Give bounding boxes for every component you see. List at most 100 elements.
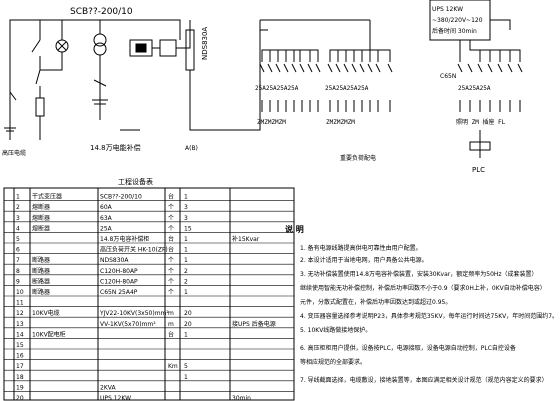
notes-heading: 说 明 bbox=[285, 224, 304, 234]
row-qty: 1 bbox=[184, 289, 188, 296]
note-item: 继续使用智能无功补偿控制，补偿后功率因数不小于0.9（要求0H上补，0KV自动补… bbox=[300, 284, 546, 292]
ups-line-2: ~380/220V~120 bbox=[432, 17, 483, 24]
row-name: 熔断器 bbox=[32, 224, 50, 232]
row-spec: 14.8万电容补偿柜 bbox=[100, 235, 149, 243]
row-qty: 3 bbox=[184, 215, 188, 222]
fuse-symbol bbox=[35, 97, 45, 117]
row-qty: 1 bbox=[184, 247, 188, 254]
breaker-rating-row-3: 25A25A25A bbox=[458, 85, 491, 92]
meter-box-2 bbox=[159, 39, 177, 57]
row-qty: 20 bbox=[184, 310, 192, 317]
note-item: 等相应规范的全部要求。 bbox=[300, 358, 366, 366]
transformer-model-label: SCB??-200/10 bbox=[70, 7, 133, 17]
row-unit: 个 bbox=[168, 204, 174, 211]
row-unit: 个 bbox=[168, 289, 174, 296]
row-number: 2 bbox=[16, 204, 20, 211]
row-spec: 高压负荷开关 HK-10(ZF) bbox=[100, 246, 168, 254]
row-number: 11 bbox=[16, 300, 24, 307]
row-number: 18 bbox=[16, 374, 24, 381]
ups-line-1: UPS 12KW bbox=[432, 6, 463, 13]
c65n-label: C65N bbox=[440, 73, 456, 80]
row-note: 30min bbox=[232, 395, 251, 401]
row-number: 12 bbox=[16, 310, 24, 317]
breaker-row bbox=[259, 63, 523, 73]
row-qty: 15 bbox=[184, 225, 192, 232]
row-number: 13 bbox=[16, 321, 24, 328]
row-spec: NDS830A bbox=[100, 257, 129, 264]
outgoing-feeders bbox=[261, 100, 521, 112]
row-spec: SCB??-200/10 bbox=[100, 194, 142, 201]
note-item: 7. 导线截面选择，电缆敷设，接地装置等，本图应满足相关设计规范（规范内容定义的… bbox=[300, 376, 548, 384]
note-item: 4. 变压器容量选择参考说明P23，具体参考规范35KV，每年运行时间达75KV… bbox=[300, 312, 558, 320]
row-name: 干式变压器 bbox=[32, 193, 62, 201]
row-name: 熔断器 bbox=[32, 214, 50, 222]
row-spec: 60A bbox=[100, 204, 113, 211]
row-spec: C65N 25A4P bbox=[100, 289, 138, 296]
row-number: 4 bbox=[16, 225, 20, 232]
row-number: 7 bbox=[16, 257, 20, 264]
row-number: 9 bbox=[16, 278, 20, 285]
row-unit: m bbox=[168, 321, 174, 328]
row-spec: 25A bbox=[100, 225, 113, 232]
row-unit: 台 bbox=[168, 235, 174, 243]
row-qty: 1 bbox=[184, 374, 188, 381]
row-number: 3 bbox=[16, 215, 20, 222]
row-number: 5 bbox=[16, 236, 20, 243]
row-unit: 个 bbox=[168, 268, 174, 275]
row-number: 19 bbox=[16, 384, 24, 391]
row-spec: 63A bbox=[100, 215, 113, 222]
breaker-rating-row-2: 25A25A25A25A bbox=[325, 85, 369, 92]
note-item: 元件，分散式配置在，补偿后功率因数达到或超过0.95。 bbox=[300, 298, 451, 306]
row-name: 断路器 bbox=[32, 256, 50, 264]
transformer-bottom-label: 14.8万电能补偿 bbox=[90, 143, 141, 152]
row-unit: 个 bbox=[168, 225, 174, 232]
disconnect-switch-symbol bbox=[31, 39, 41, 53]
row-unit: 个 bbox=[168, 257, 174, 264]
incoming-feeder-line bbox=[9, 19, 120, 140]
notes-list: 1. 备有电源线路提高供电可靠性由用户配置。2. 本设计适用于当地电网，用户具备… bbox=[300, 244, 558, 384]
row-qty: 5 bbox=[184, 363, 188, 370]
row-qty: 2 bbox=[184, 278, 188, 285]
row-spec: UPS 12KW bbox=[100, 395, 131, 401]
main-bus-line bbox=[200, 20, 261, 131]
row-number: 10 bbox=[16, 289, 24, 296]
row-number: 20 bbox=[16, 395, 24, 401]
row-number: 16 bbox=[16, 353, 24, 360]
row-qty: 1 bbox=[184, 257, 188, 264]
row-unit: 个 bbox=[168, 278, 174, 285]
row-unit: 台 bbox=[168, 330, 174, 338]
note-item: 6. 高压柜柜用户提供，设备按PLC，电源接取，设备电源自动控制，PLC自控设备 bbox=[300, 344, 516, 352]
row-qty: 1 bbox=[184, 236, 188, 243]
feeder-tag-row-2: ZMZMZMZM bbox=[326, 119, 355, 126]
transformer-secondary-winding bbox=[93, 42, 107, 56]
row-note: 接UPS 后备电源 bbox=[232, 320, 276, 328]
row-number: 8 bbox=[16, 268, 20, 275]
center-caption: 重要负荷配电 bbox=[340, 154, 376, 162]
row-spec: C120H-80AP bbox=[100, 278, 138, 285]
row-name: 断路器 bbox=[32, 277, 50, 285]
row-qty: 3 bbox=[184, 204, 188, 211]
feeder-tag-row-1: ZMZMZMZM bbox=[257, 119, 286, 126]
row-spec: C120H-80AP bbox=[100, 268, 138, 275]
row-name: 断路器 bbox=[32, 288, 50, 296]
row-spec: YJV22-10KV(3x50)mm² bbox=[99, 310, 169, 317]
table-title: 工程设备表 bbox=[118, 177, 153, 186]
row-unit: Km bbox=[168, 363, 178, 370]
row-note: 补15Kvar bbox=[232, 235, 260, 243]
breaker-label: NDS830A bbox=[201, 27, 209, 60]
plc-label: PLC bbox=[472, 166, 485, 174]
row-unit: m bbox=[168, 310, 174, 317]
row-name: 熔断器 bbox=[32, 203, 50, 211]
row-number: 14 bbox=[16, 331, 24, 338]
row-unit: 台 bbox=[168, 193, 174, 201]
left-bottom-label: 高压电缆 bbox=[2, 149, 26, 157]
ats-label: A(B) bbox=[185, 145, 198, 152]
row-name: 断路器 bbox=[32, 267, 50, 275]
row-number: 15 bbox=[16, 342, 24, 349]
equipment-table-grid bbox=[3, 187, 295, 401]
transformer-primary-winding bbox=[93, 33, 107, 47]
note-item: 3. 无功补偿装置使用14.8万电容补偿装置，安装30Kvar，额定频率为50H… bbox=[300, 270, 538, 278]
feeder-tag-row-3: 照明 ZM 插座 FL bbox=[456, 118, 506, 126]
